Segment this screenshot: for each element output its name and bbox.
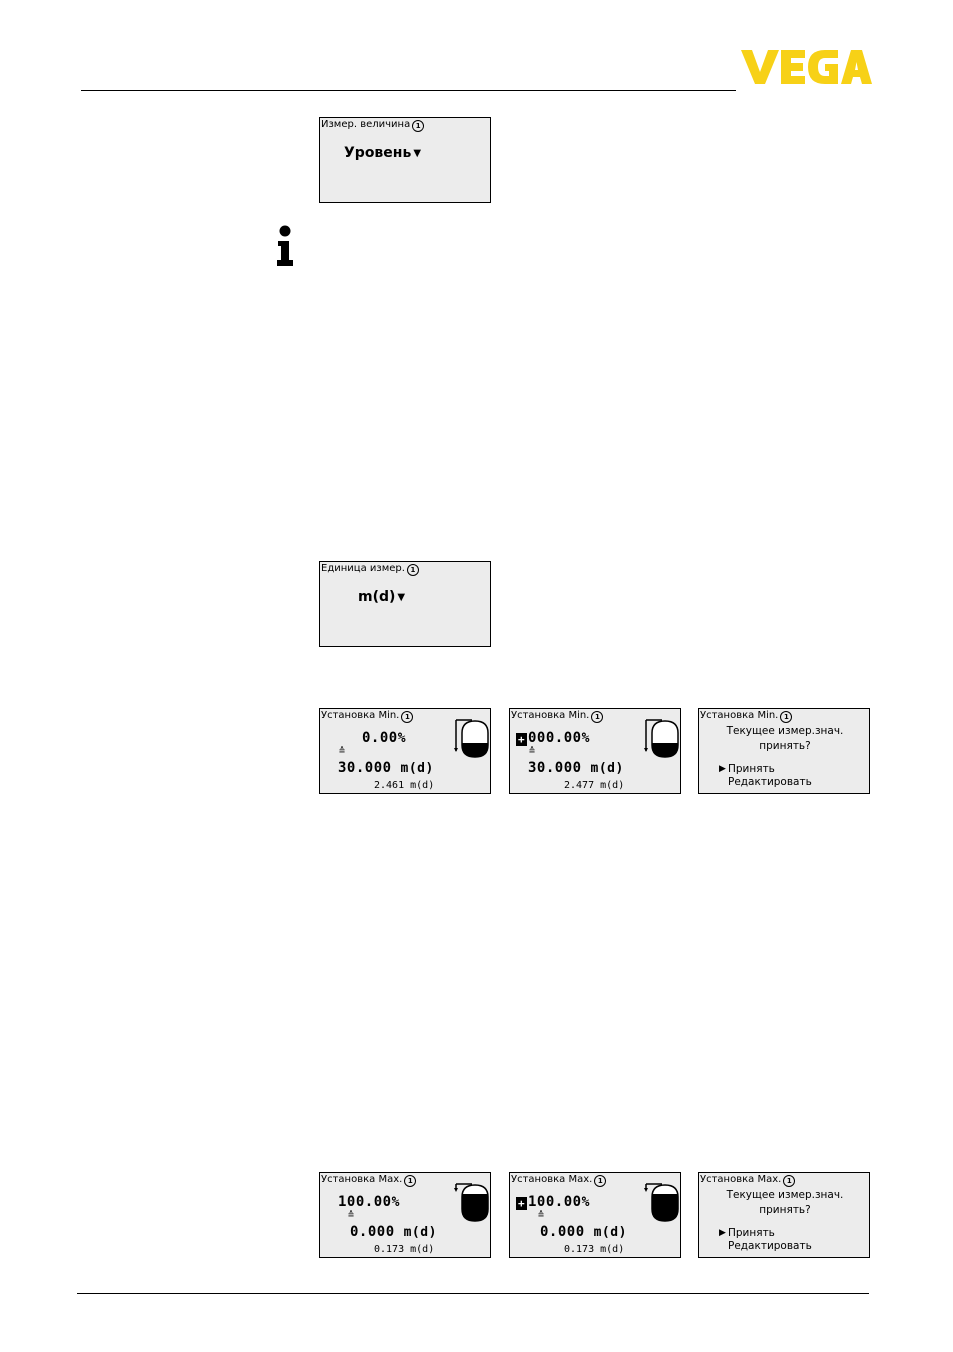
triangle-down-icon: ▼: [397, 592, 406, 603]
percent-edit-value[interactable]: +000.00%: [516, 730, 590, 746]
lcd-unit: Единица измер.1 m(d)▼: [319, 561, 491, 647]
tank-icon: [454, 1183, 489, 1222]
corresponds-sign: ≙: [348, 1210, 355, 1221]
option-edit[interactable]: Редактировать: [728, 1240, 812, 1252]
unit-select[interactable]: m(d)▼: [358, 589, 406, 605]
info-circle-icon: 1: [412, 120, 425, 132]
lcd-title: Установка Max.1: [700, 1174, 796, 1187]
option-accept[interactable]: ▶Принять: [719, 763, 775, 775]
info-circle-icon: 1: [591, 711, 604, 723]
question-line-1: Текущее измер.знач.: [726, 1189, 844, 1201]
tank-icon: [454, 719, 489, 758]
triangle-right-icon: ▶: [719, 1228, 726, 1238]
info-circle-icon: 1: [780, 711, 793, 723]
lcd-min-confirm: Установка Min.1 Текущее измер.знач. прин…: [698, 708, 870, 794]
distance-value[interactable]: 0.000 m(d): [350, 1224, 437, 1240]
info-circle-icon: 1: [406, 564, 419, 576]
option-edit[interactable]: Редактировать: [728, 776, 812, 788]
corresponds-sign: ≙: [339, 746, 346, 757]
header-rule: [81, 90, 736, 91]
distance-value[interactable]: 30.000 m(d): [338, 760, 434, 776]
percent-edit-value[interactable]: +100.00%: [516, 1194, 590, 1210]
lcd-max-confirm: Установка Max.1 Текущее измер.знач. прин…: [698, 1172, 870, 1258]
question-line-1: Текущее измер.знач.: [726, 725, 844, 737]
question-line-2: принять?: [759, 1204, 811, 1216]
option-accept[interactable]: ▶Принять: [719, 1227, 775, 1239]
info-circle-icon: 1: [783, 1175, 796, 1187]
footer-rule: [77, 1293, 869, 1294]
vega-logo: [741, 50, 872, 84]
distance-value[interactable]: 0.000 m(d): [540, 1224, 627, 1240]
current-value: 0.173 m(d): [374, 1244, 435, 1255]
info-circle-icon: 1: [594, 1175, 607, 1187]
info-circle-icon: 1: [404, 1175, 417, 1187]
triangle-right-icon: ▶: [719, 764, 726, 774]
current-value: 2.461 m(d): [374, 780, 435, 791]
corresponds-sign: ≙: [529, 746, 536, 757]
percent-value[interactable]: 100.00%: [338, 1194, 400, 1210]
lcd-title: Установка Min.1: [511, 710, 604, 723]
plus-cursor-icon: +: [516, 733, 527, 746]
question-line-2: принять?: [759, 740, 811, 752]
lcd-min-adjust-2: Установка Min.1 +000.00% ≙ 30.000 m(d) 2…: [509, 708, 681, 794]
lcd-max-adjust-1: Установка Max.1 100.00% ≙ 0.000 m(d) 0.1…: [319, 1172, 491, 1258]
info-note-icon: [275, 225, 295, 267]
current-value: 0.173 m(d): [564, 1244, 625, 1255]
plus-cursor-icon: +: [516, 1197, 527, 1210]
info-circle-icon: 1: [401, 711, 414, 723]
tank-icon: [644, 1183, 679, 1222]
lcd-min-adjust-1: Установка Min.1 0.00% ≙ 30.000 m(d) 2.46…: [319, 708, 491, 794]
lcd-title: Установка Min.1: [700, 710, 793, 723]
distance-value[interactable]: 30.000 m(d): [528, 760, 624, 776]
percent-value[interactable]: 0.00%: [362, 730, 407, 746]
lcd-title: Установка Min.1: [321, 710, 414, 723]
lcd-title: Единица измер.1: [321, 563, 419, 576]
measured-value-select[interactable]: Уровень▼: [344, 145, 422, 161]
current-value: 2.477 m(d): [564, 780, 625, 791]
corresponds-sign: ≙: [538, 1210, 545, 1221]
lcd-title: Установка Max.1: [321, 1174, 417, 1187]
triangle-down-icon: ▼: [413, 148, 422, 159]
lcd-title: Установка Max.1: [511, 1174, 607, 1187]
tank-icon: [644, 719, 679, 758]
lcd-max-adjust-2: Установка Max.1 +100.00% ≙ 0.000 m(d) 0.…: [509, 1172, 681, 1258]
